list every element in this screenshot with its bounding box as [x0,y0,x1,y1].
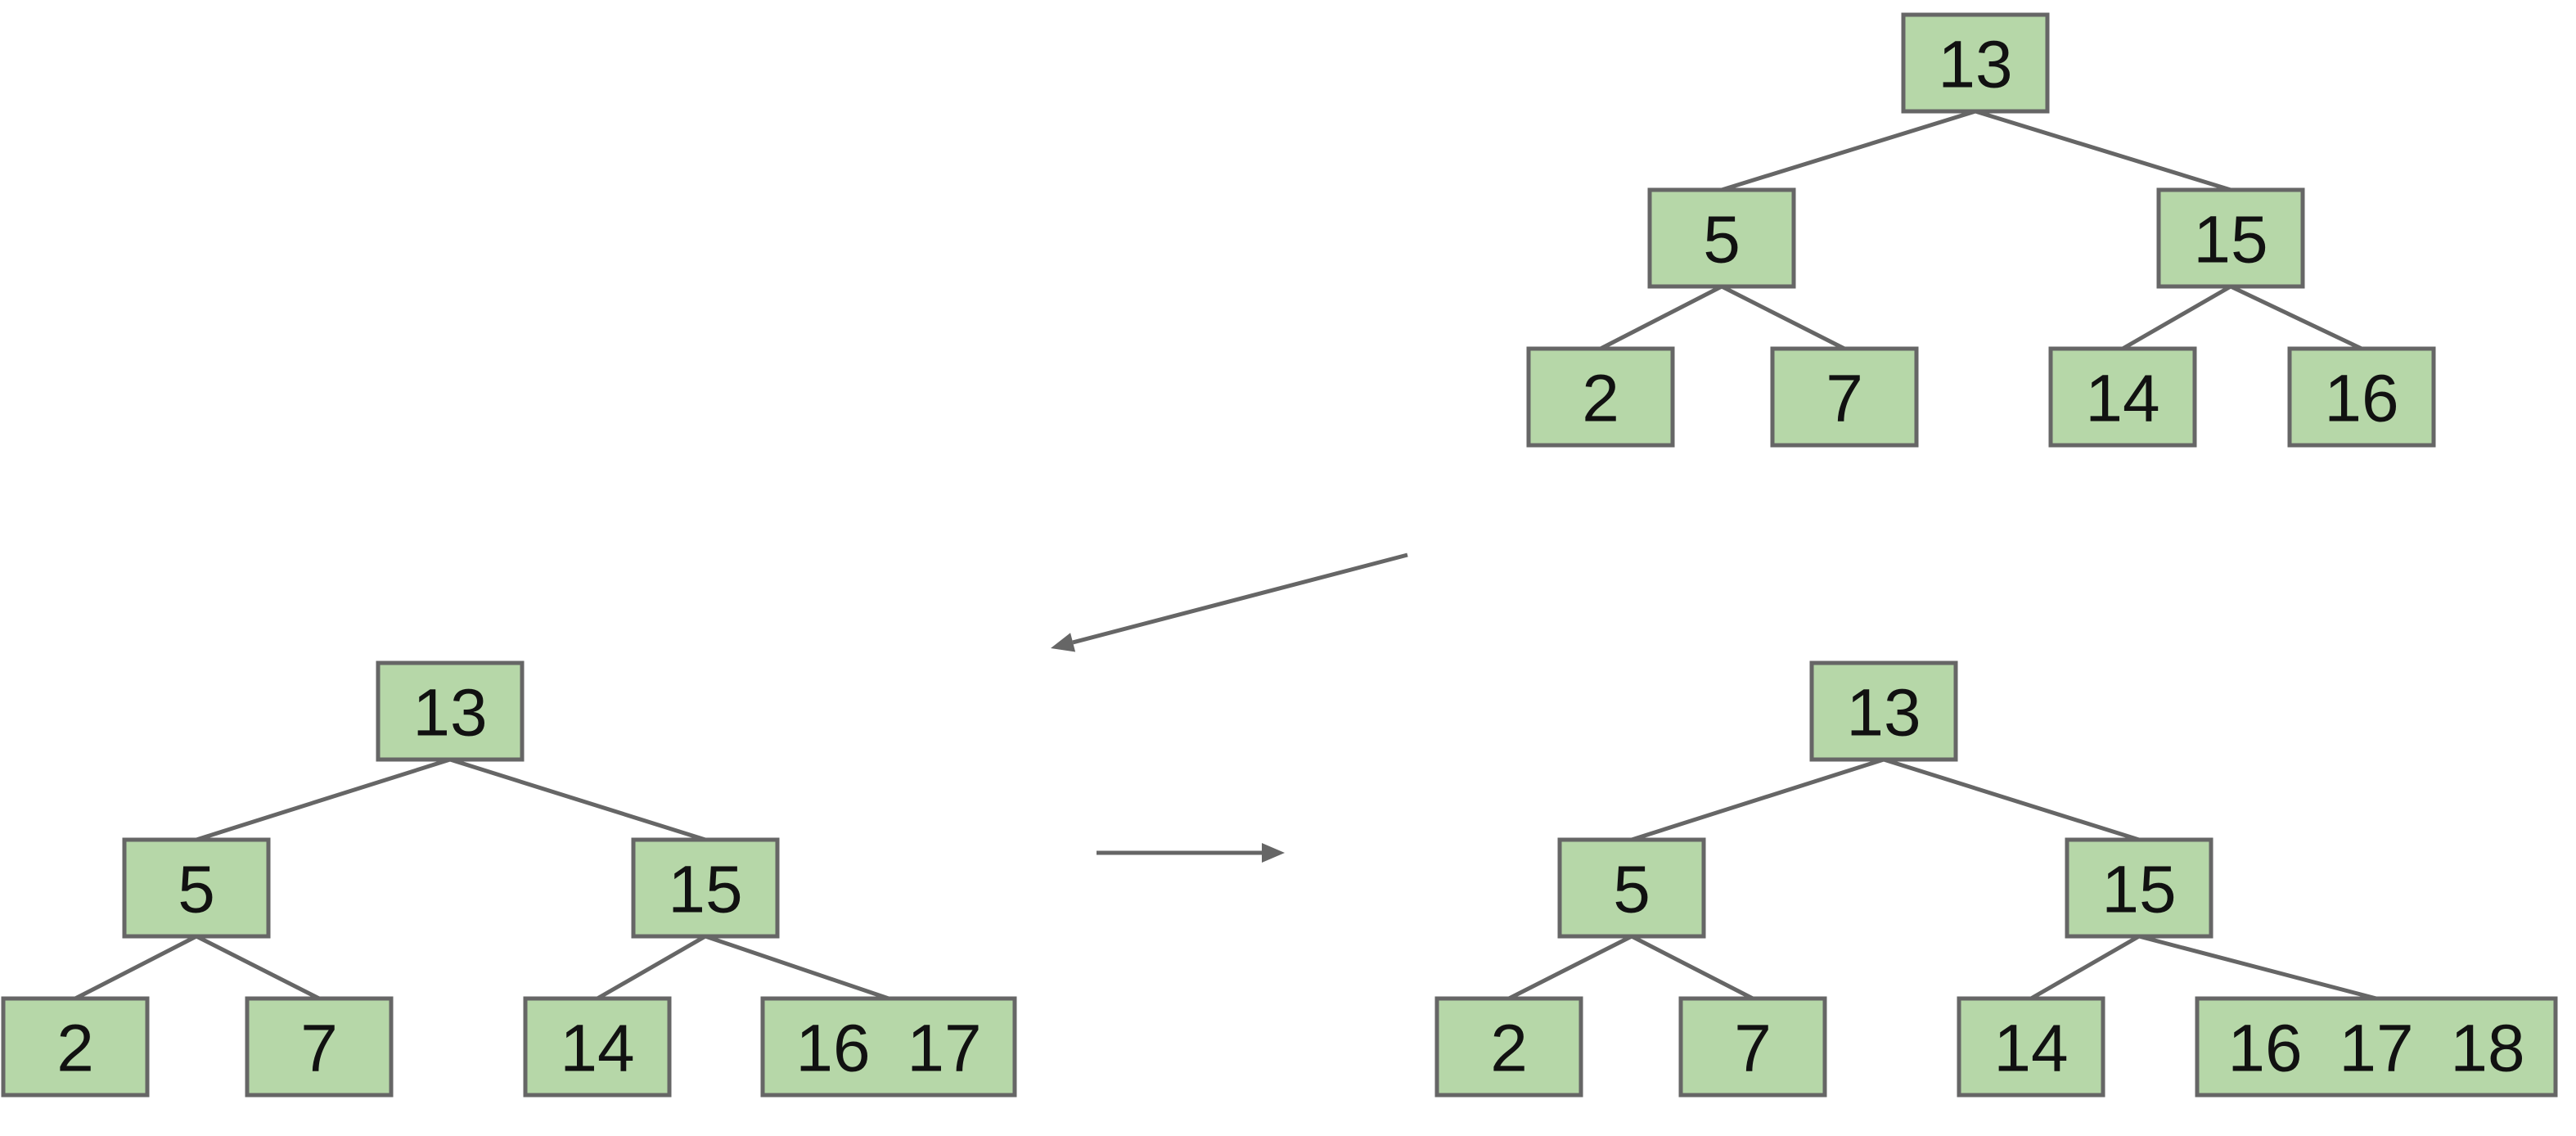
tree-node-key: 2 [1582,362,1619,436]
tree-node-box [631,837,780,939]
tree-node-key: 17 [907,1012,981,1086]
tree-edge [2138,934,2377,1001]
tree-node-key: 2 [1490,1012,1528,1086]
tree-node-key: 15 [2101,853,2176,927]
tree-edge [1630,934,1754,1001]
tree-node-box [2156,187,2305,289]
tree-node-key: 16 [2227,1012,2302,1086]
tree-edge [1720,284,1846,351]
tree-node-key: 14 [2085,362,2159,436]
tree-node: 7 [245,996,394,1098]
tree-node-key: 13 [1938,28,2012,102]
arrow-shaft [1072,552,1408,645]
transition-arrow-insert-17 [1051,552,1408,652]
tree-edge [1599,284,1723,351]
tree-node-key: 15 [2193,203,2268,277]
tree-node-box [1809,660,1958,762]
tree-node-box [245,996,394,1098]
tree-node-box [1770,346,1919,448]
tree-node-box [2065,837,2213,939]
tree-node-key: 14 [560,1012,634,1086]
tree-edge [196,757,451,842]
tree-node-key: 17 [2339,1012,2413,1086]
tree-node: 7 [1678,996,1827,1098]
tree-node-box [376,660,525,762]
tree-node-key: 13 [412,676,487,751]
tree-node: 15 [2156,187,2305,289]
arrows-layer [1051,552,1408,863]
tree-edge [195,934,321,1001]
tree-node: 16 [2287,346,2436,448]
tree-node: 16 17 18 [2195,996,2558,1098]
tree-edge [1507,934,1633,1001]
tree-node-key: 5 [1613,853,1651,927]
tree-node-box [1901,12,2050,114]
tree-edge [1975,109,2231,192]
tree-node: 14 [1957,996,2105,1098]
tree-node: 13 [1809,660,1958,762]
tree-node-key: 15 [668,853,742,927]
tree-node-box [1526,346,1675,448]
tree-node-box [1647,187,1796,289]
transition-arrow-insert-18 [1097,843,1285,863]
tree-node: 13 [1901,12,2050,114]
tree-node-box [523,996,672,1098]
tree-node-box [760,996,1017,1098]
tree-node: 5 [1557,837,1706,939]
tree-node-box [1,996,150,1098]
tree-node-key: 7 [1734,1012,1772,1086]
tree-edge [449,757,706,842]
tree-node-box [1557,837,1706,939]
tree-node-key: 14 [1993,1012,2068,1086]
tree-node-box [1957,996,2105,1098]
edges-layer [74,109,2377,1001]
tree-node-box [1678,996,1827,1098]
arrow-head [1262,843,1285,863]
tree-edge [2029,934,2141,1001]
tree-edge [74,934,198,1001]
tree-node: 14 [2048,346,2197,448]
tree-edge [596,934,707,1001]
tree-node: 15 [631,837,780,939]
tree-node-key: 16 [2324,362,2398,436]
tree-node: 13 [376,660,525,762]
tree-node-box [1434,996,1583,1098]
tree-node-key: 16 [795,1012,870,1086]
tree-node-key: 5 [178,853,215,927]
tree-node: 15 [2065,837,2213,939]
tree-node-key: 18 [2450,1012,2524,1086]
tree-edge [1883,757,2140,842]
tree-node-key: 7 [300,1012,338,1086]
tree-node: 14 [523,996,672,1098]
tree-node-box [2195,996,2558,1098]
tree-edge [2121,284,2232,351]
tree-node: 2 [1434,996,1583,1098]
tree-edge [705,934,889,1001]
tree-node-key: 2 [56,1012,94,1086]
tree-node: 5 [1647,187,1796,289]
tree-edge [1631,757,1885,842]
tree-node: 7 [1770,346,1919,448]
tree-node-box [2287,346,2436,448]
tree-edge [1721,109,1976,192]
arrow-head [1051,633,1076,652]
tree-node-key: 5 [1703,203,1741,277]
tree-node-box [2048,346,2197,448]
tree-node: 5 [122,837,271,939]
tree-node: 2 [1526,346,1675,448]
tree-node: 2 [1,996,150,1098]
tree-edge [2229,284,2363,351]
tree-node-key: 7 [1826,362,1863,436]
tree-node-key: 13 [1846,676,1921,751]
tree-node-box [122,837,271,939]
